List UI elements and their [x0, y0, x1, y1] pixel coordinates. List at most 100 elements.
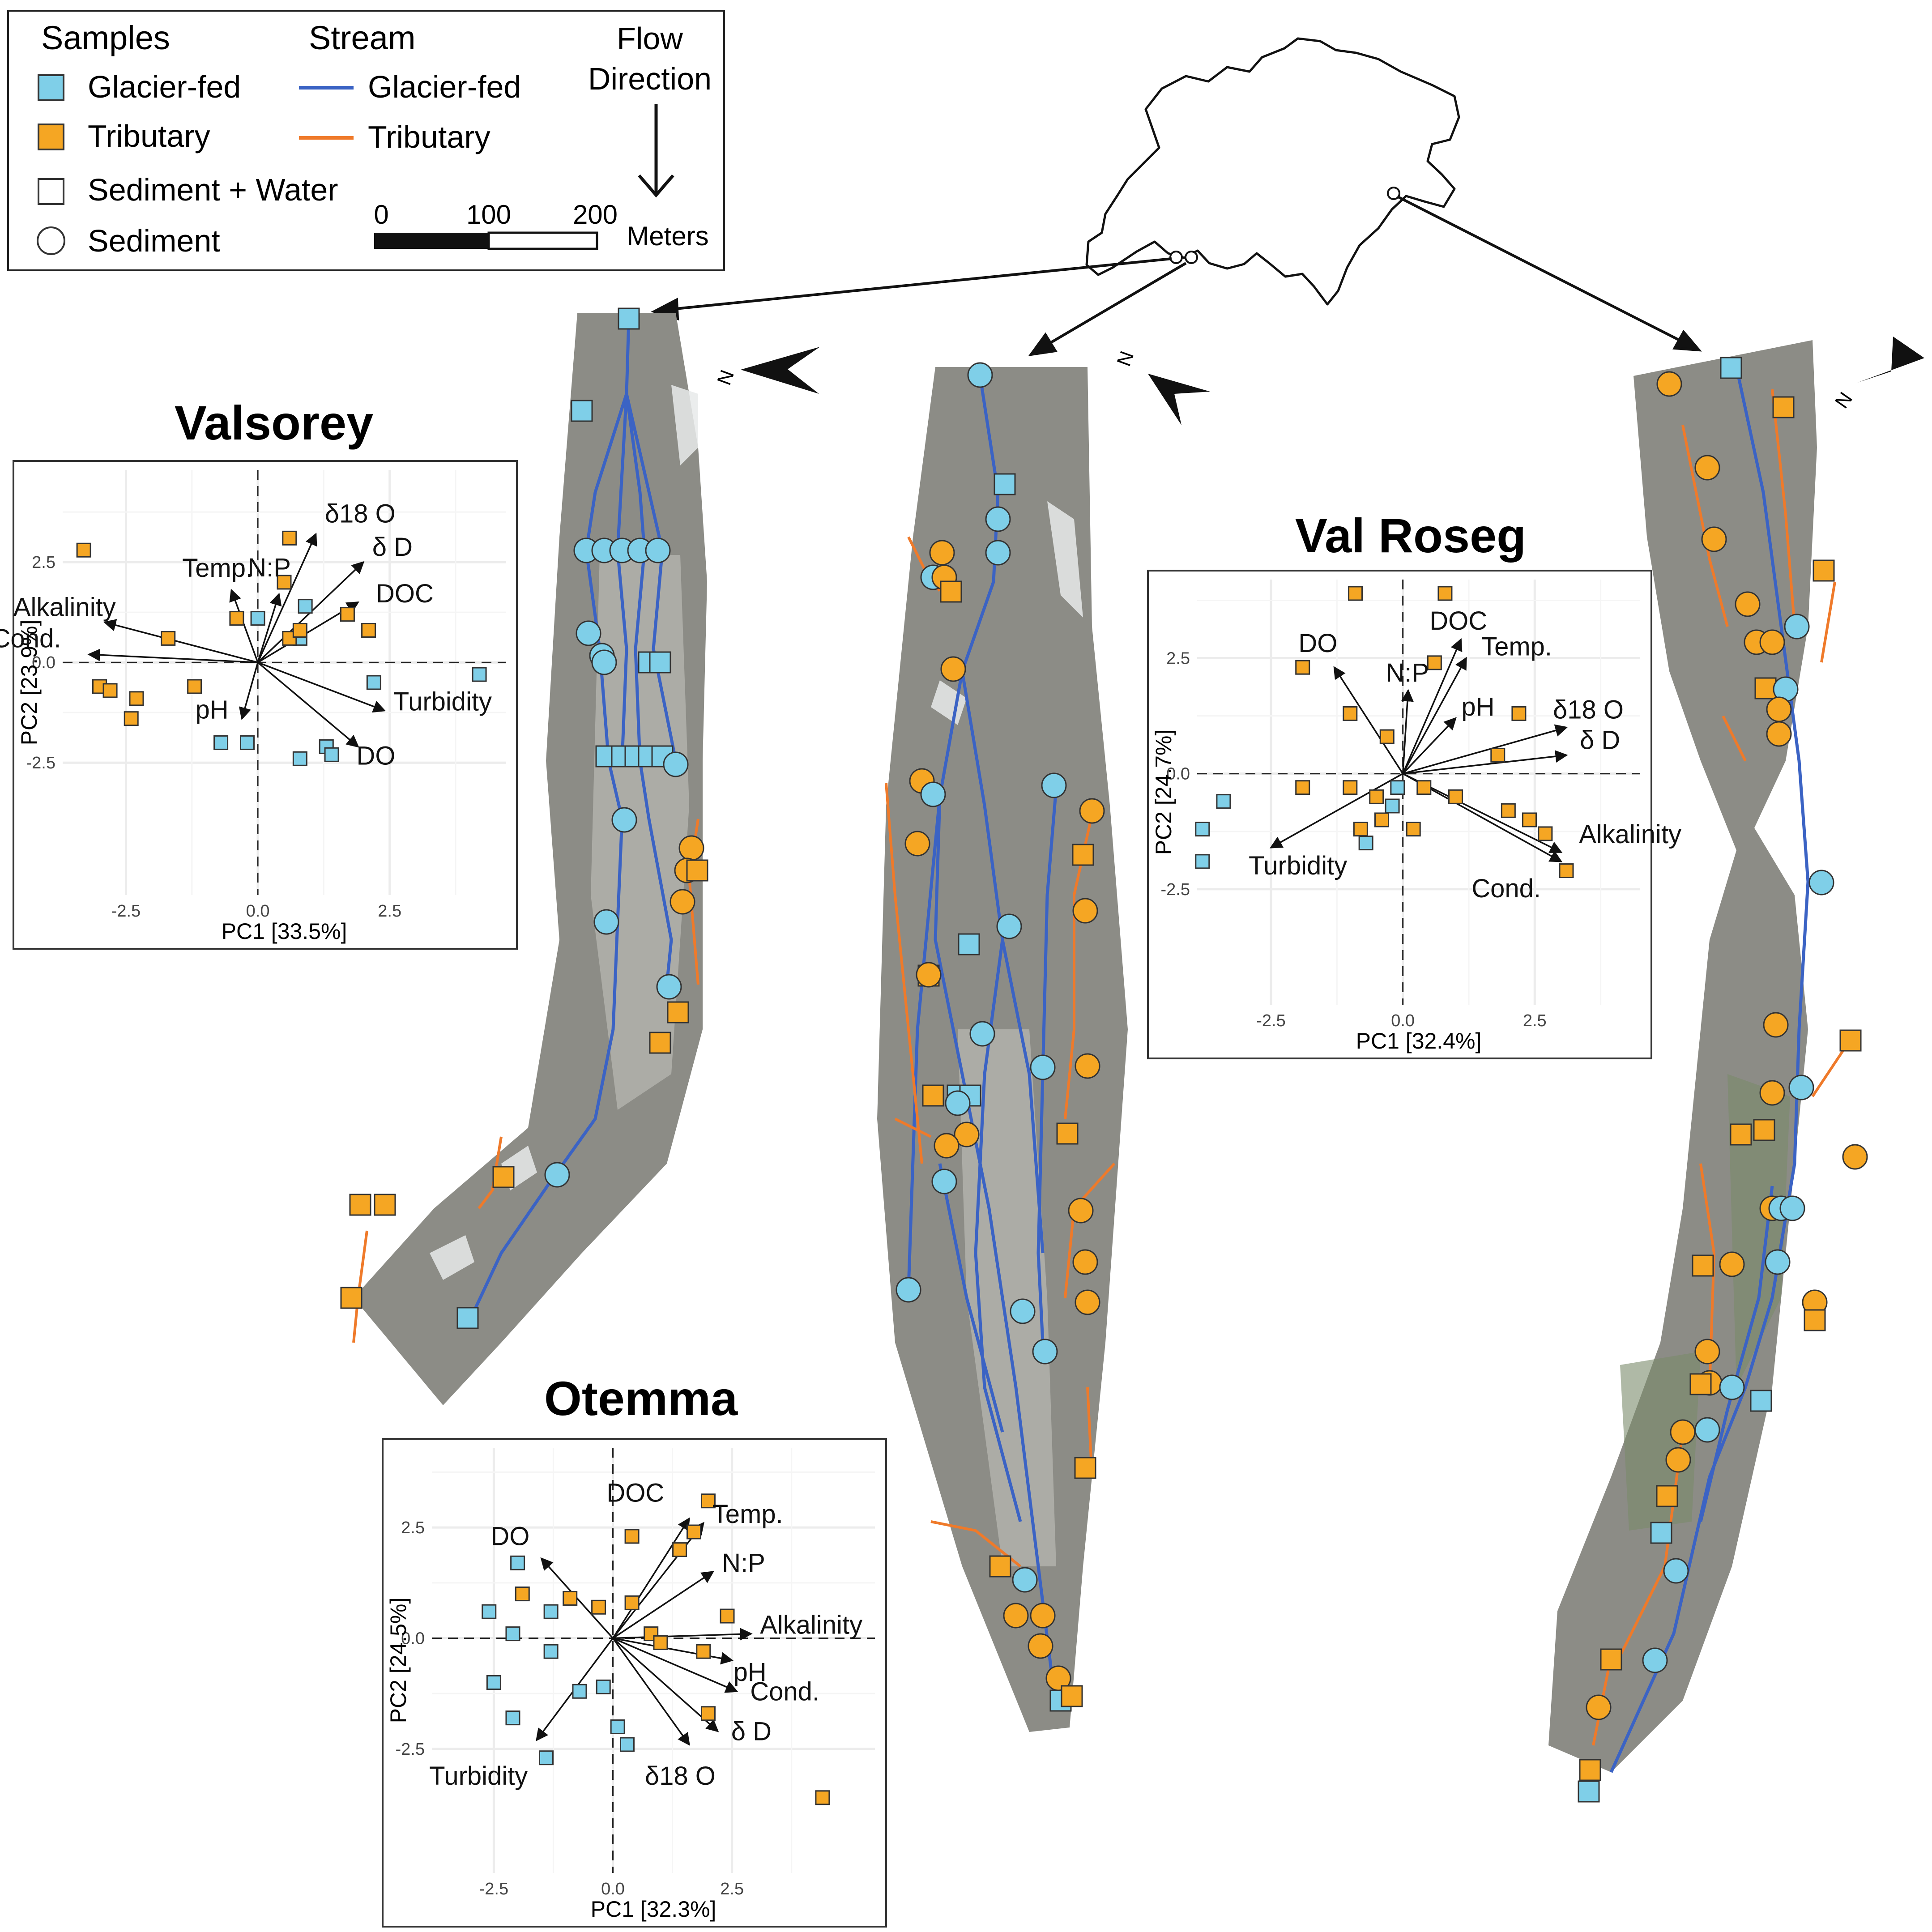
y-axis-label: PC2 [23.9%] — [17, 620, 42, 746]
tributary-point — [624, 1595, 640, 1610]
sample-markers — [340, 307, 1868, 1803]
tributary-point — [229, 611, 244, 626]
loading-arrow — [1269, 773, 1403, 849]
tributary-sediment-water-marker — [1753, 1119, 1775, 1141]
glacier-fed-point — [1195, 822, 1210, 837]
y-tick-label: -2.5 — [396, 1740, 425, 1759]
loading-label: Cond. — [750, 1677, 819, 1706]
loading-arrow — [257, 593, 282, 663]
loading-label: N:P — [722, 1548, 765, 1578]
tributary-sediment-marker — [940, 656, 966, 682]
tributary-point — [1448, 789, 1463, 804]
loading-arrow — [1402, 657, 1467, 774]
loading-label: δ D — [1580, 725, 1620, 755]
tributary-point — [1437, 586, 1453, 601]
loading-arrow — [257, 661, 359, 748]
legend-square-swatch — [38, 178, 64, 205]
y-tick-label: 2.5 — [32, 553, 55, 572]
glacier-fed-sediment-water-marker — [994, 473, 1016, 495]
tributary-sediment-marker — [1759, 629, 1785, 655]
tributary-sediment-marker — [1665, 1447, 1691, 1473]
glacier-fed-point — [610, 1719, 625, 1734]
glacier-fed-point — [543, 1644, 559, 1659]
glacier-fed-point — [1216, 794, 1231, 809]
tributary-sediment-marker — [929, 540, 955, 566]
glacier-fed-sediment-marker — [985, 506, 1011, 532]
glacier-fed-point — [1195, 854, 1210, 869]
loading-label: Turbidity — [429, 1761, 528, 1791]
loading-label: DO — [357, 741, 396, 770]
tributary-sediment-marker — [1842, 1144, 1868, 1170]
legend: Samples Glacier-fed Tributary Sediment +… — [7, 10, 725, 271]
loading-arrow — [612, 1638, 690, 1746]
glacier-fed-sediment-marker — [969, 1021, 995, 1047]
tributary-sediment-water-marker — [1600, 1648, 1622, 1671]
legend-stream-title: Stream — [309, 19, 416, 56]
x-tick-label: 2.5 — [1523, 1011, 1547, 1030]
tributary-sediment-water-marker — [1061, 1685, 1083, 1707]
tributary-point — [653, 1635, 668, 1650]
tributary-sediment-marker — [1759, 1080, 1785, 1106]
glacier-fed-sediment-marker — [544, 1162, 570, 1188]
scale-label-100: 100 — [466, 200, 511, 230]
y-tick-label: -2.5 — [26, 754, 55, 772]
tributary-point — [1295, 780, 1310, 795]
tributary-point — [700, 1493, 716, 1509]
glacier-fed-point — [298, 599, 313, 614]
loading-label: δ18 O — [1553, 695, 1624, 724]
tributary-point — [1353, 822, 1368, 837]
glacier-fed-point — [292, 751, 307, 766]
tributary-point — [1511, 706, 1527, 721]
tributary-sediment-marker — [670, 889, 695, 915]
glacier-fed-sediment-marker — [1694, 1417, 1720, 1443]
val-roseg-terrain — [1548, 340, 1817, 1772]
glacier-fed-sediment-marker — [1788, 1075, 1814, 1100]
tributary-sediment-water-marker — [1772, 396, 1795, 418]
glacier-fed-sediment-marker — [1010, 1298, 1036, 1324]
site-title-otemma: Otemma — [544, 1371, 738, 1425]
tributary-point — [1559, 863, 1574, 879]
tributary-point — [292, 623, 307, 638]
glacier-fed-point — [240, 735, 255, 750]
tributary-point — [591, 1599, 606, 1615]
glacier-fed-sediment-marker — [1765, 1249, 1791, 1275]
glacier-fed-point — [324, 747, 339, 762]
glacier-fed-sediment-water-marker — [1578, 1780, 1600, 1803]
tributary-sediment-water-marker — [1813, 559, 1835, 582]
x-tick-label: 0.0 — [1391, 1011, 1415, 1030]
y-tick-label: 0.0 — [1166, 765, 1190, 784]
tributary-sediment-marker — [1670, 1419, 1696, 1445]
tributary-point — [1343, 780, 1358, 795]
x-tick-label: 0.0 — [601, 1880, 625, 1898]
x-tick-label: 2.5 — [378, 902, 401, 921]
glacier-fed-point — [366, 675, 381, 690]
glacier-fed-sediment-marker — [1041, 772, 1067, 798]
site-title-valsorey: Valsorey — [175, 396, 373, 450]
glacier-fed-point — [1358, 836, 1373, 851]
tributary-sediment-marker — [1075, 1289, 1100, 1315]
loading-arrow — [1402, 717, 1457, 774]
y-tick-label: 2.5 — [401, 1518, 425, 1537]
north-arrow-val-roseg: N — [1831, 337, 1924, 413]
loading-label: δ D — [372, 533, 413, 562]
x-tick-label: 0.0 — [246, 902, 270, 921]
glacier-fed-sediment-marker — [1030, 1054, 1056, 1080]
loading-arrow — [1402, 638, 1463, 774]
tributary-sediment-water-marker — [989, 1555, 1011, 1578]
north-label-otemma: N — [1113, 348, 1139, 369]
tributary-point — [1490, 747, 1506, 763]
loading-label: δ D — [731, 1717, 772, 1746]
tributary-point — [1369, 789, 1384, 804]
tributary-sediment-marker — [1068, 1198, 1094, 1224]
glacier-fed-sediment-marker — [896, 1277, 921, 1303]
legend-tributary-label: Tributary — [88, 119, 210, 154]
glacier-fed-sediment-marker — [985, 540, 1011, 566]
glacier-fed-point — [472, 667, 487, 682]
y-tick-label: 0.0 — [32, 653, 55, 672]
site-marker-valsorey — [1169, 251, 1183, 264]
tributary-sediment-marker — [1030, 1603, 1056, 1629]
loading-label: Alkalinity — [760, 1611, 862, 1640]
tributary-sediment-water-marker — [1730, 1123, 1752, 1146]
